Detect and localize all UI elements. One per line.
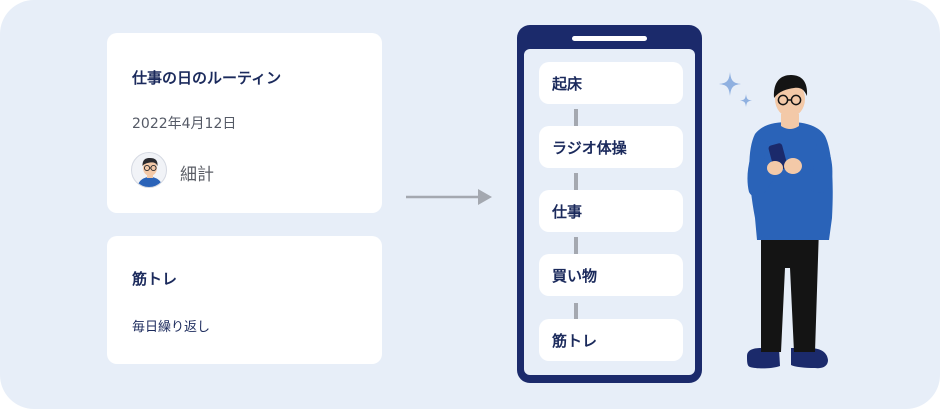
phone-screen: 起床 ラジオ体操 仕事 買い物 筋トレ bbox=[524, 49, 695, 375]
step-shopping[interactable]: 買い物 bbox=[539, 254, 683, 296]
sparkle-icon bbox=[719, 72, 752, 107]
step-strength-training[interactable]: 筋トレ bbox=[539, 319, 683, 361]
step-label: 買い物 bbox=[552, 267, 598, 285]
phone-speaker bbox=[572, 36, 647, 41]
arrow-right-icon bbox=[406, 189, 492, 205]
author-name: 細計 bbox=[180, 165, 214, 185]
routine-title: 仕事の日のルーティン bbox=[132, 69, 282, 87]
repeat-schedule: 毎日繰り返し bbox=[132, 320, 211, 335]
step-label: ラジオ体操 bbox=[552, 139, 627, 157]
step-label: 起床 bbox=[552, 75, 583, 93]
repeat-card[interactable]: 筋トレ 毎日繰り返し bbox=[107, 236, 382, 364]
repeat-card-title: 筋トレ bbox=[132, 270, 178, 288]
step-radio-exercise[interactable]: ラジオ体操 bbox=[539, 126, 683, 168]
step-label: 筋トレ bbox=[552, 332, 598, 350]
step-wake-up[interactable]: 起床 bbox=[539, 62, 683, 104]
avatar-icon bbox=[131, 152, 167, 188]
routine-card[interactable]: 仕事の日のルーティン 2022年4月12日 細計 bbox=[107, 33, 382, 213]
person-illustration bbox=[747, 75, 833, 369]
step-work[interactable]: 仕事 bbox=[539, 190, 683, 232]
routine-date: 2022年4月12日 bbox=[132, 116, 237, 132]
step-label: 仕事 bbox=[552, 203, 583, 221]
phone-frame: 起床 ラジオ体操 仕事 買い物 筋トレ bbox=[517, 25, 702, 383]
